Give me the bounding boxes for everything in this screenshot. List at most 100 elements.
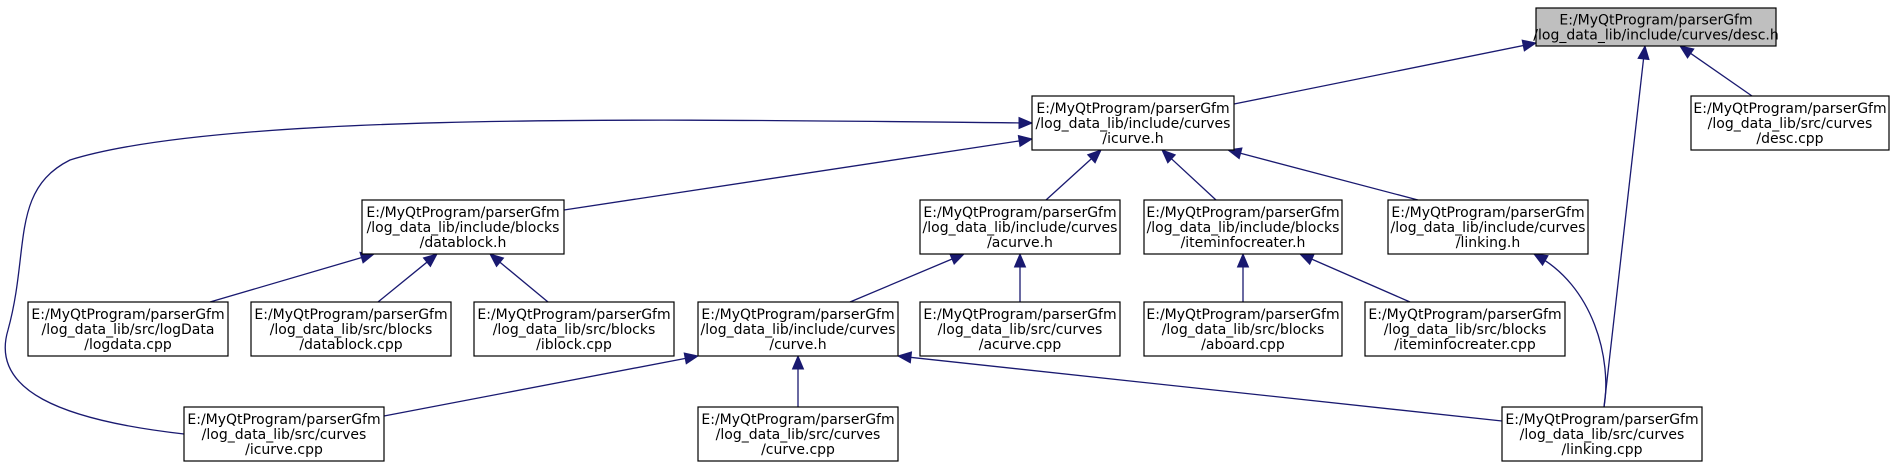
- node-iblock-cpp[interactable]: E:/MyQtProgram/parserGfm/log_data_lib/sr…: [473, 301, 675, 357]
- node-label-line: E:/MyQtProgram/parserGfm: [477, 307, 670, 323]
- node-box[interactable]: [473, 301, 675, 357]
- node-box[interactable]: [250, 301, 452, 357]
- arrowhead-icon: [791, 354, 805, 370]
- edge-line: [1237, 151, 1419, 201]
- node-box[interactable]: [1143, 199, 1343, 255]
- node-box[interactable]: [27, 301, 229, 357]
- edge-linking-cpp-to-curve-h: [896, 351, 1503, 422]
- node-label-line: E:/MyQtProgram/parserGfm: [1505, 412, 1698, 428]
- node-label-line: /log_data_lib/src/curves: [1520, 427, 1685, 443]
- node-box[interactable]: [1535, 7, 1777, 47]
- node-datablock-cpp[interactable]: E:/MyQtProgram/parserGfm/log_data_lib/sr…: [250, 301, 452, 357]
- arrowhead-icon: [1017, 134, 1034, 148]
- node-label-line: /datablock.cpp: [299, 337, 402, 353]
- node-label-line: E:/MyQtProgram/parserGfm: [31, 307, 224, 323]
- edge-linking-h-to-icurve-h: [1226, 147, 1419, 201]
- node-label-line: /log_data_lib/src/blocks: [1384, 322, 1547, 338]
- node-label-line: /log_data_lib/src/curves: [202, 427, 367, 443]
- node-label-line: /log_data_lib/include/blocks: [1147, 220, 1340, 236]
- node-acurve-cpp[interactable]: E:/MyQtProgram/parserGfm/log_data_lib/sr…: [919, 301, 1121, 357]
- node-curve-h[interactable]: E:/MyQtProgram/parserGfm/log_data_lib/in…: [697, 301, 899, 357]
- node-linking-cpp[interactable]: E:/MyQtProgram/parserGfm/log_data_lib/sr…: [1501, 406, 1703, 462]
- edge-line: [1168, 156, 1217, 201]
- edge-logdata-cpp-to-datablock-h: [209, 251, 376, 303]
- edge-curve-cpp-to-curve-h: [791, 354, 805, 407]
- node-icurve-h[interactable]: E:/MyQtProgram/parserGfm/log_data_lib/in…: [1031, 95, 1235, 151]
- node-box[interactable]: [183, 406, 385, 462]
- node-box[interactable]: [1364, 301, 1566, 357]
- node-box[interactable]: [361, 199, 565, 255]
- node-label-line: E:/MyQtProgram/parserGfm: [923, 205, 1116, 221]
- edge-linking-cpp-to-linking-h: [1532, 253, 1607, 408]
- node-acurve-h[interactable]: E:/MyQtProgram/parserGfm/log_data_lib/in…: [919, 199, 1121, 255]
- edge-line: [383, 357, 689, 417]
- node-iteminfocreater-h[interactable]: E:/MyQtProgram/parserGfm/log_data_lib/in…: [1143, 199, 1343, 255]
- node-box[interactable]: [697, 406, 899, 462]
- arrowhead-icon: [949, 253, 966, 266]
- node-box[interactable]: [1031, 95, 1235, 151]
- edge-icurve-cpp-to-curve-h: [383, 352, 700, 417]
- arrowhead-icon: [1532, 253, 1549, 267]
- node-label-line: E:/MyQtProgram/parserGfm: [1146, 205, 1339, 221]
- node-aboard-cpp[interactable]: E:/MyQtProgram/parserGfm/log_data_lib/sr…: [1143, 301, 1343, 357]
- node-label-line: E:/MyQtProgram/parserGfm: [923, 307, 1116, 323]
- edge-acurve-h-to-icurve-h: [1045, 149, 1102, 201]
- node-box[interactable]: [1143, 301, 1343, 357]
- node-label-line: /aboard.cpp: [1201, 337, 1285, 353]
- node-desc-cpp[interactable]: E:/MyQtProgram/parserGfm/log_data_lib/sr…: [1690, 95, 1890, 151]
- node-label-line: /log_data_lib/include/curves/desc.h: [1533, 28, 1778, 44]
- edge-line: [849, 257, 956, 303]
- node-label-line: /log_data_lib/src/blocks: [1162, 322, 1325, 338]
- node-label-line: /linking.cpp: [1561, 442, 1642, 458]
- node-box[interactable]: [697, 301, 899, 357]
- arrowhead-icon: [489, 253, 505, 268]
- edge-line: [209, 256, 365, 303]
- edge-curve-h-to-acurve-h: [849, 253, 966, 303]
- edge-line: [1533, 253, 1607, 408]
- node-box[interactable]: [1690, 95, 1890, 151]
- node-label-line: /log_data_lib/src/curves: [1708, 116, 1873, 132]
- node-iteminfocreater-cpp[interactable]: E:/MyQtProgram/parserGfm/log_data_lib/sr…: [1364, 301, 1566, 357]
- node-label-line: /iteminfocreater.h: [1181, 235, 1306, 251]
- edge-line: [1233, 44, 1527, 105]
- edge-layer: [4, 39, 1753, 435]
- node-label-line: E:/MyQtProgram/parserGfm: [1146, 307, 1339, 323]
- edge-iteminfocreater-cpp-to-iteminfocreater-h: [1298, 253, 1411, 303]
- node-label-line: E:/MyQtProgram/parserGfm: [254, 307, 447, 323]
- edge-line: [563, 139, 1023, 211]
- arrowhead-icon: [1236, 252, 1250, 268]
- edge-line: [1308, 257, 1411, 303]
- node-label-line: /curve.cpp: [761, 442, 835, 458]
- node-label-line: /log_data_lib/include/curves: [923, 220, 1118, 236]
- node-linking-h[interactable]: E:/MyQtProgram/parserGfm/log_data_lib/in…: [1387, 199, 1589, 255]
- arrowhead-icon: [1298, 253, 1315, 266]
- edge-line: [1603, 55, 1645, 408]
- node-label-line: /log_data_lib/src/logData: [42, 322, 215, 338]
- node-desc-h[interactable]: E:/MyQtProgram/parserGfm/log_data_lib/in…: [1533, 7, 1779, 47]
- node-label-line: E:/MyQtProgram/parserGfm: [701, 412, 894, 428]
- node-label-line: E:/MyQtProgram/parserGfm: [1693, 101, 1886, 117]
- node-label-line: E:/MyQtProgram/parserGfm: [701, 307, 894, 323]
- node-label-line: /desc.cpp: [1756, 131, 1823, 147]
- node-box[interactable]: [919, 199, 1121, 255]
- node-label-line: /log_data_lib/include/curves: [1036, 116, 1231, 132]
- node-box[interactable]: [1387, 199, 1589, 255]
- arrowhead-icon: [1161, 149, 1177, 164]
- node-datablock-h[interactable]: E:/MyQtProgram/parserGfm/log_data_lib/in…: [361, 199, 565, 255]
- node-label-line: /logdata.cpp: [84, 337, 172, 353]
- node-logdata-cpp[interactable]: E:/MyQtProgram/parserGfm/log_data_lib/sr…: [27, 301, 229, 357]
- node-curve-cpp[interactable]: E:/MyQtProgram/parserGfm/log_data_lib/sr…: [697, 406, 899, 462]
- arrowhead-icon: [1637, 44, 1650, 61]
- node-box[interactable]: [919, 301, 1121, 357]
- node-label-line: E:/MyQtProgram/parserGfm: [1368, 307, 1561, 323]
- edge-iteminfocreater-h-to-icurve-h: [1161, 149, 1217, 201]
- arrowhead-icon: [1013, 252, 1027, 268]
- node-icurve-cpp[interactable]: E:/MyQtProgram/parserGfm/log_data_lib/sr…: [183, 406, 385, 462]
- node-label-line: E:/MyQtProgram/parserGfm: [187, 412, 380, 428]
- node-label-line: E:/MyQtProgram/parserGfm: [366, 205, 559, 221]
- arrowhead-icon: [1226, 147, 1243, 160]
- node-label-line: /log_data_lib/src/curves: [716, 427, 881, 443]
- edge-iblock-cpp-to-datablock-h: [489, 253, 549, 303]
- node-label-line: /log_data_lib/src/blocks: [270, 322, 433, 338]
- node-box[interactable]: [1501, 406, 1703, 462]
